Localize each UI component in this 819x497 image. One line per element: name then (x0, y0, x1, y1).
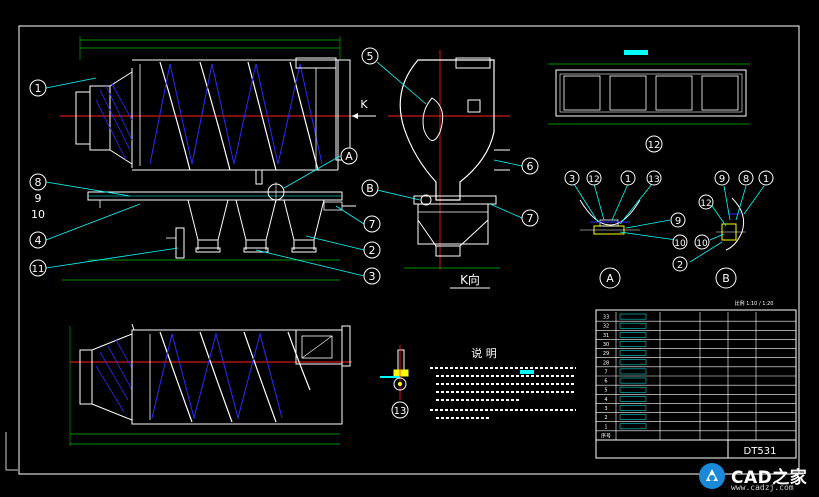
svg-text:1: 1 (763, 174, 769, 185)
svg-text:K向: K向 (460, 272, 480, 287)
svg-text:B: B (366, 182, 374, 195)
bom-cell: 3 (604, 406, 607, 412)
svg-text:A: A (345, 150, 353, 163)
bom-name-placeholder (619, 359, 647, 366)
svg-text:说 明: 说 明 (471, 346, 497, 360)
bom-cell: 1 (604, 424, 607, 430)
balloon-b: B (361, 179, 379, 197)
svg-text:10: 10 (696, 239, 708, 249)
detail-a: 3 12 1 13 9 10 A (564, 170, 688, 289)
view-title-k: K向 (450, 272, 490, 289)
svg-text:2: 2 (369, 244, 376, 257)
watermark-url: www.cadzj.com (731, 483, 794, 492)
svg-text:1: 1 (625, 174, 631, 185)
bom-cell: 33 (603, 315, 609, 321)
bom-name-placeholder (619, 396, 647, 402)
svg-text:DT531: DT531 (744, 446, 777, 457)
svg-text:8: 8 (743, 174, 749, 185)
bom-name-placeholder (619, 313, 647, 320)
svg-text:K: K (360, 98, 368, 111)
svg-text:3: 3 (369, 270, 376, 283)
detail-b-balloons: 9 8 1 12 10 2 (672, 170, 774, 272)
bom-name-placeholder (619, 341, 647, 347)
front-view (60, 36, 356, 281)
top-view (69, 323, 352, 446)
svg-text:10: 10 (674, 239, 686, 249)
svg-text:5: 5 (367, 50, 374, 63)
svg-text:1: 1 (35, 82, 42, 95)
svg-text:8: 8 (35, 176, 42, 189)
view-arrow-k: K (352, 98, 376, 119)
svg-text:12: 12 (700, 199, 711, 209)
bom-cell: 29 (603, 351, 609, 357)
watermark: CAD之家 www.cadzj.com (693, 459, 813, 495)
label-9: 9 (35, 192, 42, 205)
svg-text:3: 3 (569, 174, 575, 185)
balloon-a: A (340, 147, 358, 165)
watermark-brand: CAD之家 (731, 468, 808, 488)
notes-block: 说 明 (430, 346, 576, 419)
svg-text:7: 7 (527, 212, 534, 225)
bom-cell: 2 (604, 415, 607, 421)
bom-cell: 4 (604, 397, 607, 403)
svg-text:4: 4 (35, 234, 42, 247)
bom-name-placeholder (619, 414, 647, 420)
front-view-balloons: 1 8 9 10 4 11 A 7 2 3 (29, 79, 381, 285)
bom-name-placeholder (619, 350, 647, 356)
side-view-balloons: 5 6 7 B (361, 47, 539, 227)
svg-text:2: 2 (677, 260, 683, 271)
ucs-marker (5, 432, 18, 471)
svg-text:9: 9 (675, 216, 681, 227)
svg-text:9: 9 (719, 174, 725, 185)
side-view-k (388, 50, 510, 270)
cadzj-logo-icon (699, 463, 725, 489)
bom-cell: 31 (603, 333, 609, 339)
svg-text:6: 6 (527, 160, 534, 173)
detail-b: 9 8 1 12 10 2 B (672, 170, 774, 289)
balloon-3: 3 (363, 267, 381, 285)
bom-cell: 32 (603, 324, 609, 330)
drawing-frame (18, 25, 800, 475)
bom-name-placeholder (619, 423, 647, 430)
svg-text:13: 13 (394, 406, 407, 417)
svg-text:11: 11 (32, 264, 45, 275)
balloon-4: 4 (29, 231, 47, 249)
balloon-1: 1 (29, 79, 47, 97)
bom-name-placeholder (619, 332, 647, 338)
balloon-11: 11 (29, 259, 47, 277)
svg-text:7: 7 (369, 218, 376, 231)
bom-cell: 28 (603, 360, 609, 366)
svg-text:12: 12 (588, 175, 599, 185)
balloon-5: 5 (361, 47, 379, 65)
bom-name-placeholder (619, 377, 647, 384)
section-12-view: 12 (548, 50, 750, 153)
svg-text:B: B (722, 272, 730, 285)
part-13: 13 (380, 345, 409, 419)
svg-text:12: 12 (648, 140, 661, 151)
balloon-8: 8 (29, 173, 47, 191)
detail-a-balloons: 3 12 1 13 9 10 (564, 170, 688, 250)
svg-text:A: A (606, 272, 614, 285)
bom-name-placeholder (619, 322, 647, 329)
balloon-6: 6 (521, 157, 539, 175)
bom-cell: 6 (604, 379, 607, 385)
bom-cell: 7 (604, 369, 607, 375)
bom-cell: 30 (603, 342, 609, 348)
bom-name-placeholder (619, 386, 647, 393)
bom-cell: 5 (604, 388, 607, 394)
svg-text:比例 1:10 / 1:20: 比例 1:10 / 1:20 (735, 300, 774, 307)
balloon-7: 7 (363, 215, 381, 233)
bom-name-placeholder (619, 368, 647, 375)
bom-cell: 序号 (601, 432, 611, 439)
svg-text:13: 13 (648, 175, 659, 185)
bom-name-placeholder (619, 405, 647, 411)
balloon-2: 2 (363, 241, 381, 259)
label-10: 10 (31, 208, 45, 221)
balloon-7-side: 7 (521, 209, 539, 227)
